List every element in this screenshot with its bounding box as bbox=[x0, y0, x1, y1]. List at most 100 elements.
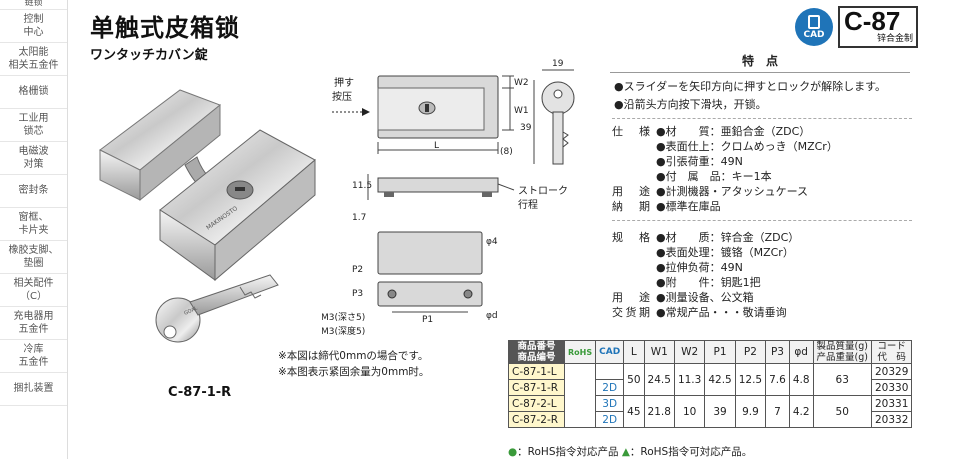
cell-mass: 50 bbox=[812, 395, 872, 428]
stroke-label-cn: 行程 bbox=[518, 198, 538, 211]
spec-value: ●测量设备、公文箱 bbox=[656, 291, 754, 304]
note-jp: ※本図は締代0mmの場合です。 bbox=[278, 350, 429, 362]
rohs-dot-text: ：RoHS指令対応产品 bbox=[517, 446, 619, 458]
part-number[interactable]: C-87-2-L bbox=[508, 395, 565, 412]
col-header-cad: CAD bbox=[595, 340, 625, 364]
cell-w1: 21.8 bbox=[643, 395, 675, 428]
rohs-triangle-icon: ▲ bbox=[621, 446, 630, 458]
part-number[interactable]: C-87-2-R bbox=[508, 411, 565, 428]
spec-label bbox=[612, 245, 656, 260]
cad-link[interactable]: 2D bbox=[595, 379, 625, 396]
spec-jp: 仕 様●材 質：亜鉛合金（ZDC） ●表面仕上：クロムめっき（MZCr） ●引張… bbox=[612, 124, 932, 214]
page-subtitle: ワンタッチカバン錠 bbox=[90, 48, 208, 63]
sidebar-item-seal[interactable]: 密封条 bbox=[0, 175, 67, 208]
rohs-tri-text: ：RoHS指令可対応产品。 bbox=[629, 446, 753, 458]
cad-link[interactable]: 3D bbox=[595, 395, 625, 412]
cad-button[interactable]: CAD bbox=[795, 8, 833, 46]
part-number[interactable]: C-87-1-L bbox=[508, 363, 565, 380]
technical-drawing: 押す 按压 W2 W1 L (8) 19 39 11.5 bbox=[322, 59, 575, 337]
divider bbox=[612, 220, 912, 221]
col-header-code: コード 代 码 bbox=[870, 340, 913, 364]
sidebar-item-solar[interactable]: 太阳能 相关五金件 bbox=[0, 43, 67, 76]
cell-code: 20332 bbox=[870, 411, 913, 428]
sidebar-item-binding[interactable]: 捆扎装置 bbox=[0, 373, 67, 406]
sidebar-item-accessories[interactable]: 相关配件 （C） bbox=[0, 274, 67, 307]
spec-value: ●引張荷重：49N bbox=[656, 155, 743, 168]
dim-19: 19 bbox=[552, 59, 564, 69]
cell-phid: 4.2 bbox=[788, 395, 814, 428]
rohs-cell bbox=[563, 363, 597, 428]
sidebar-item-freezer[interactable]: 冷库 五金件 bbox=[0, 340, 67, 373]
dim-p2: P2 bbox=[352, 265, 363, 275]
cell-p1: 39 bbox=[704, 395, 736, 428]
svg-text:GOAL: GOAL bbox=[183, 305, 198, 316]
product-photo: MAKINOSTO GOAL bbox=[99, 89, 316, 343]
push-label-jp: 押す bbox=[334, 76, 354, 89]
cell-code: 20329 bbox=[870, 363, 913, 380]
cad-label: CAD bbox=[803, 29, 825, 40]
col-header-mass: 製品質量(g) 产品重量(g) bbox=[812, 340, 872, 364]
cell-phid: 4.8 bbox=[788, 363, 814, 396]
spec-value: ●拉伸负荷：49N bbox=[656, 261, 743, 274]
part-number[interactable]: C-87-1-R bbox=[508, 379, 565, 396]
cell-l: 50 bbox=[623, 363, 645, 396]
push-label-cn: 按压 bbox=[332, 90, 352, 103]
dim-phid: φd bbox=[486, 311, 498, 321]
spec-value: ●常规产品・・・敬请垂询 bbox=[656, 306, 787, 319]
sidebar-item-control-center[interactable]: 控制 中心 bbox=[0, 10, 67, 43]
notes: ※本図は締代0mmの場合です。 ※本图表示紧固余量为0mm时。 bbox=[278, 348, 429, 380]
col-header-w2: W2 bbox=[673, 340, 706, 364]
sidebar-item-charger[interactable]: 充电器用 五金件 bbox=[0, 307, 67, 340]
sidebar-item-window-frame[interactable]: 窗框、 卡片夹 bbox=[0, 208, 67, 241]
sidebar-item-rubber-foot[interactable]: 橡胶支脚、 垫圈 bbox=[0, 241, 67, 274]
main-content: 单触式皮箱锁 ワンタッチカバン錠 CAD C-87 锌合金制 bbox=[78, 0, 980, 459]
product-code-box: C-87 锌合金制 bbox=[838, 6, 918, 48]
features-title: 特 点 bbox=[610, 52, 910, 73]
col-header-p1: P1 bbox=[704, 340, 736, 364]
sidebar: 链锁 控制 中心 太阳能 相关五金件 格栅锁 工业用 锁芯 电磁波 对策 密封条… bbox=[0, 0, 68, 459]
divider bbox=[612, 118, 912, 119]
col-header-w1: W1 bbox=[643, 340, 675, 364]
spec-label bbox=[612, 260, 656, 275]
m3-label-jp: 4-M3(深さ5) bbox=[322, 312, 365, 323]
dim-11-5: 11.5 bbox=[352, 181, 372, 191]
cell-p3: 7.6 bbox=[765, 363, 790, 396]
dim-8: (8) bbox=[500, 147, 513, 157]
spec-value: ●計測機器・アタッシュケース bbox=[656, 185, 809, 198]
cell-code: 20330 bbox=[870, 379, 913, 396]
cad-link[interactable] bbox=[595, 363, 625, 380]
sidebar-item-industrial-cylinder[interactable]: 工业用 锁芯 bbox=[0, 109, 67, 142]
spec-label: 规 格 bbox=[612, 231, 650, 244]
spec-label: 用 途 bbox=[612, 185, 650, 198]
cad-link[interactable]: 2D bbox=[595, 411, 625, 428]
col-header-l: L bbox=[623, 340, 645, 364]
sidebar-item-grille-lock[interactable]: 格栅锁 bbox=[0, 76, 67, 109]
col-header-p3: P3 bbox=[765, 340, 790, 364]
feature-line-cn: ●沿箭头方向按下滑块，开锁。 bbox=[614, 98, 767, 111]
sidebar-item-emi[interactable]: 电磁波 对策 bbox=[0, 142, 67, 175]
cell-p2: 12.5 bbox=[734, 363, 767, 396]
spec-value: ●材 质：锌合金（ZDC） bbox=[656, 231, 800, 244]
product-code: C-87 bbox=[844, 6, 901, 36]
m3-label-cn: 4-M3(深度5) bbox=[322, 325, 365, 337]
parts-table: 商品番号 商品编号 RoHS CAD L W1 W2 P1 P2 P3 φd 製… bbox=[508, 340, 913, 428]
col-header-part-number: 商品番号 商品编号 bbox=[508, 340, 565, 364]
page-title: 单触式皮箱锁 bbox=[90, 14, 240, 42]
dim-w2: W2 bbox=[514, 78, 529, 88]
spec-label: 納 期 bbox=[612, 200, 650, 213]
spec-label: 交货期 bbox=[612, 306, 650, 319]
dim-w1: W1 bbox=[514, 106, 529, 116]
table-row: C-87-2-L 3D 45 21.8 10 39 9.9 7 4.2 50 2… bbox=[508, 395, 913, 428]
cell-mass: 63 bbox=[812, 363, 872, 396]
spec-value: ●付 属 品：キー1本 bbox=[656, 170, 772, 183]
col-header-p2: P2 bbox=[734, 340, 767, 364]
spec-cn: 规 格●材 质：锌合金（ZDC） ●表面处理：镀铬（MZCr） ●拉伸负荷：49… bbox=[612, 230, 932, 320]
features-section: 特 点 ●スライダーを矢印方向に押すとロックが解除します。 ●沿箭头方向按下滑块… bbox=[610, 52, 930, 114]
cell-w2: 10 bbox=[673, 395, 706, 428]
stroke-label-jp: ストローク bbox=[518, 185, 568, 197]
spec-value: ●標準在庫品 bbox=[656, 200, 721, 213]
dim-l: L bbox=[434, 141, 439, 151]
sidebar-item-chain-lock[interactable]: 链锁 bbox=[0, 0, 67, 10]
table-row: C-87-1-R 2D 20330 bbox=[508, 379, 913, 396]
cell-p1: 42.5 bbox=[704, 363, 736, 396]
